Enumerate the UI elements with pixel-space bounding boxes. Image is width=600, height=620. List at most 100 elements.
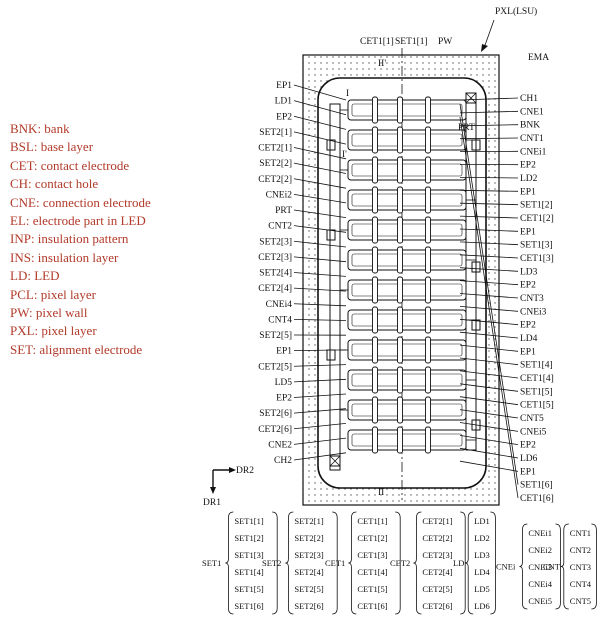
group-item: CNEi3 — [528, 562, 552, 572]
contact-pad-left — [326, 139, 336, 151]
led-element — [372, 426, 378, 454]
group-item: CET1[6] — [357, 601, 387, 611]
led-element — [372, 156, 378, 184]
label-set1_1: SET1[1] — [395, 37, 428, 47]
leader-line — [459, 435, 519, 446]
led-row — [340, 276, 467, 304]
leader-line — [459, 177, 519, 179]
left-label: CET2[6] — [258, 425, 292, 435]
led-element — [425, 306, 431, 334]
legend-item: PW: pixel wall — [10, 305, 88, 321]
legend-item: LD: LED — [10, 268, 60, 284]
leader-line — [459, 383, 519, 392]
group-item: CET2[4] — [422, 567, 452, 577]
leader-line — [459, 396, 519, 406]
leader-line — [293, 162, 347, 174]
led-element — [397, 246, 403, 274]
led-element — [397, 396, 403, 424]
legend-item: SET: alignment electrode — [10, 341, 143, 357]
right-label: CNT3 — [520, 294, 544, 304]
right-label: SET1[4] — [520, 361, 553, 371]
led-element — [397, 366, 403, 394]
right-label: LD2 — [520, 174, 538, 184]
led-element — [372, 276, 378, 304]
contact-hole-ch2 — [329, 455, 341, 467]
led-row — [340, 156, 467, 184]
right-label: LD3 — [520, 267, 538, 277]
led-element — [425, 396, 431, 424]
left-label: EP2 — [276, 394, 292, 404]
led-element — [397, 156, 403, 184]
legend-item: BNK: bank — [10, 121, 70, 136]
left-label: LD5 — [275, 378, 293, 388]
contact-pad-left — [326, 349, 336, 361]
group-item: CNEi4 — [528, 579, 552, 589]
group-item: SET1[3] — [234, 550, 263, 560]
right-label: EP2 — [520, 321, 536, 331]
right-label: LD4 — [520, 334, 538, 344]
left-label: CET2[5] — [258, 362, 292, 372]
right-label: CET1[4] — [520, 374, 554, 384]
left-label: SET2[4] — [259, 269, 292, 279]
left-label: SET2[3] — [259, 237, 292, 247]
left-label: CET2[3] — [258, 253, 292, 263]
left-label: PRT — [275, 206, 292, 216]
group-item: LD5 — [474, 584, 490, 594]
led-element — [425, 216, 431, 244]
leader-line — [293, 84, 347, 101]
group-item: CNT4 — [570, 579, 592, 589]
group-name: SET2 — [262, 558, 281, 568]
group-item: CNT2 — [570, 545, 591, 555]
leader-line — [459, 409, 519, 419]
right-label: EP2 — [520, 161, 536, 171]
leader-line — [293, 115, 347, 130]
right-label: CET1[3] — [520, 254, 554, 264]
left-label: CNT4 — [268, 315, 292, 325]
leader-line — [293, 147, 347, 160]
left-label: CH2 — [274, 456, 292, 466]
leader-line — [293, 225, 347, 233]
led-element — [372, 96, 378, 124]
left-label: CNEi2 — [266, 190, 293, 200]
legend-item: CET: contact electrode — [10, 157, 130, 173]
leader-line — [459, 228, 519, 232]
label-pw: PW — [438, 37, 452, 47]
right-label: EP1 — [520, 467, 536, 477]
led-element — [397, 216, 403, 244]
leader-line — [459, 202, 519, 206]
leader-line — [293, 178, 347, 189]
group-item: SET1[5] — [234, 584, 263, 594]
label-pxl: PXL(LSU) — [495, 6, 537, 17]
label-i_top: I — [346, 89, 349, 99]
right-label: CNEi1 — [520, 147, 547, 157]
leader-line — [459, 370, 519, 379]
legend-item: CNE: connection electrode — [10, 194, 151, 210]
leader-line — [459, 189, 519, 192]
led-element — [372, 366, 378, 394]
group-item: LD2 — [474, 533, 490, 543]
led-row — [347, 426, 476, 454]
led-row — [340, 96, 467, 124]
left-label: SET2[2] — [259, 159, 292, 169]
left-label: SET2[6] — [259, 409, 292, 419]
leader-line — [459, 280, 519, 286]
leader-line — [459, 124, 519, 127]
group-item: SET2[3] — [294, 550, 323, 560]
dr2-label: DR2 — [236, 466, 254, 476]
right-label: CNEi3 — [520, 307, 547, 317]
right-label: CET1[5] — [520, 401, 554, 411]
right-label: EP1 — [520, 187, 536, 197]
led-element — [372, 306, 378, 334]
right-label: CET1[2] — [520, 214, 554, 224]
led-element — [397, 126, 403, 154]
left-label: CNE2 — [268, 440, 292, 450]
left-label: SET2[5] — [259, 331, 292, 341]
group-item: SET1[2] — [234, 533, 263, 543]
led-element — [425, 276, 431, 304]
right-label: EP1 — [520, 227, 536, 237]
group-set1: SET1SET1[1]SET1[2]SET1[3]SET1[4]SET1[5]S… — [202, 511, 278, 615]
group-name: LD — [453, 558, 464, 568]
group-item: SET2[2] — [294, 533, 323, 543]
